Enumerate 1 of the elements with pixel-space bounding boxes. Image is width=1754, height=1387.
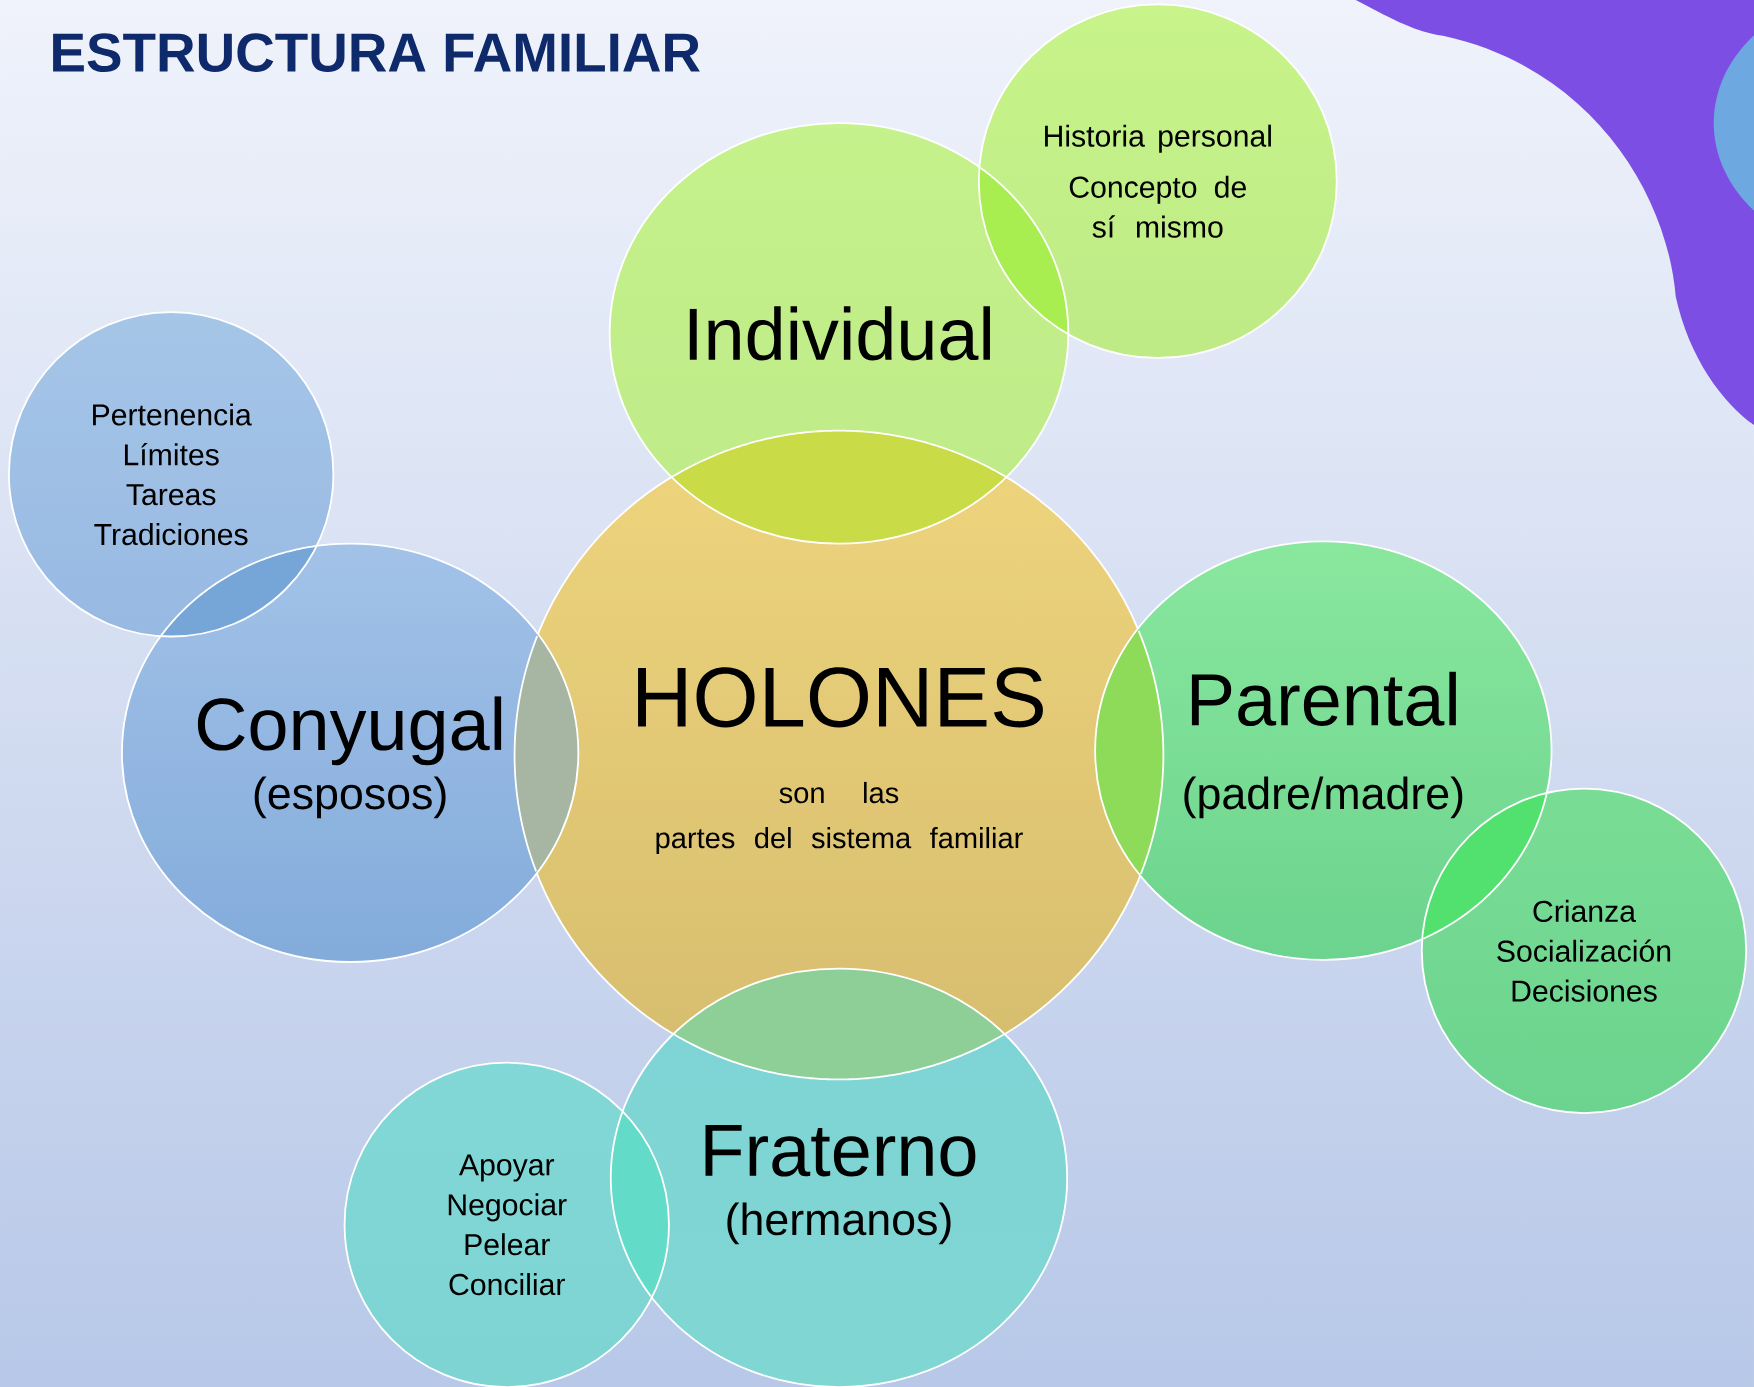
title: ESTRUCTURA FAMILIAR — [53, 33, 700, 72]
